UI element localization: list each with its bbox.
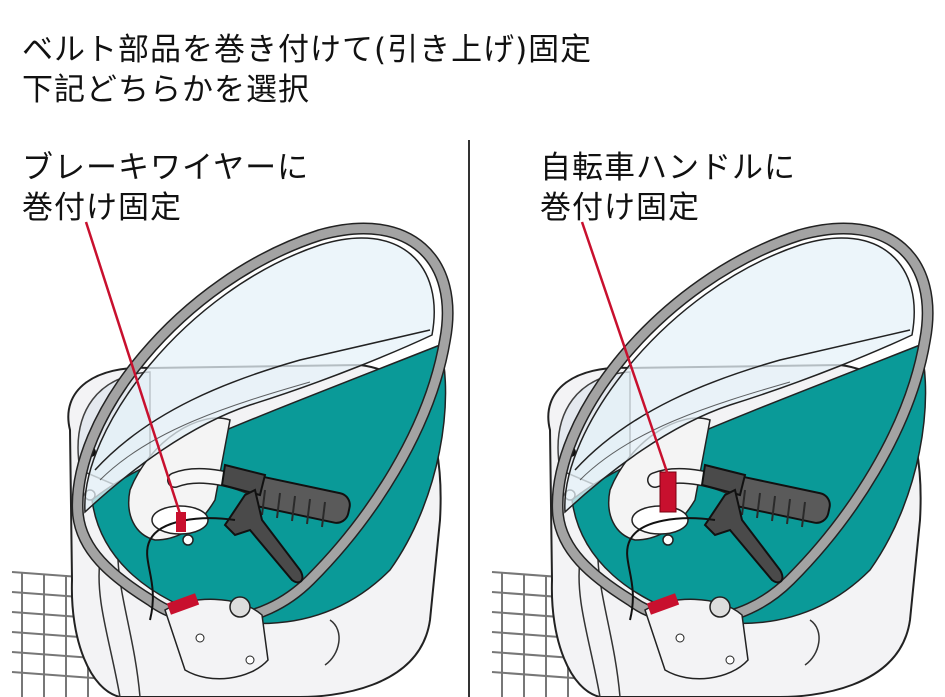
option-label-brake-wire: ブレーキワイヤーに 巻付け固定 <box>22 148 309 228</box>
option-label-handlebar-line-2: 巻付け固定 <box>540 190 700 226</box>
instruction-heading: ベルト部品を巻き付けて(引き上げ)固定 下記どちらかを選択 <box>22 30 592 110</box>
brake-wire-illustration <box>11 221 454 697</box>
panel-divider <box>468 140 470 697</box>
brand-tag-icon <box>646 593 680 615</box>
mounting-plate <box>164 596 269 680</box>
heading-line-1: ベルト部品を巻き付けて(引き上げ)固定 <box>22 32 593 68</box>
handlebar-illustration <box>491 221 934 697</box>
brake-lever-icon <box>703 488 784 584</box>
brake-wire <box>146 517 236 621</box>
handlebar-grip-icon <box>167 463 351 528</box>
canopy-visor <box>84 237 435 514</box>
belt-strap <box>659 471 677 513</box>
option-label-handlebar-line-1: 自転車ハンドルに <box>540 150 796 186</box>
belt-strap <box>176 512 186 532</box>
option-label-handlebar: 自転車ハンドルに 巻付け固定 <box>540 148 796 228</box>
option-label-brake-wire-line-2: 巻付け固定 <box>22 190 182 226</box>
brake-lever-icon <box>223 488 304 584</box>
canopy-visor <box>564 237 915 514</box>
option-label-brake-wire-line-1: ブレーキワイヤーに <box>22 150 310 186</box>
pointer-line <box>84 221 184 521</box>
brake-wire <box>626 517 716 621</box>
pointer-line <box>580 221 670 476</box>
brand-tag-icon <box>166 593 200 615</box>
heading-line-2: 下記どちらかを選択 <box>22 72 310 108</box>
